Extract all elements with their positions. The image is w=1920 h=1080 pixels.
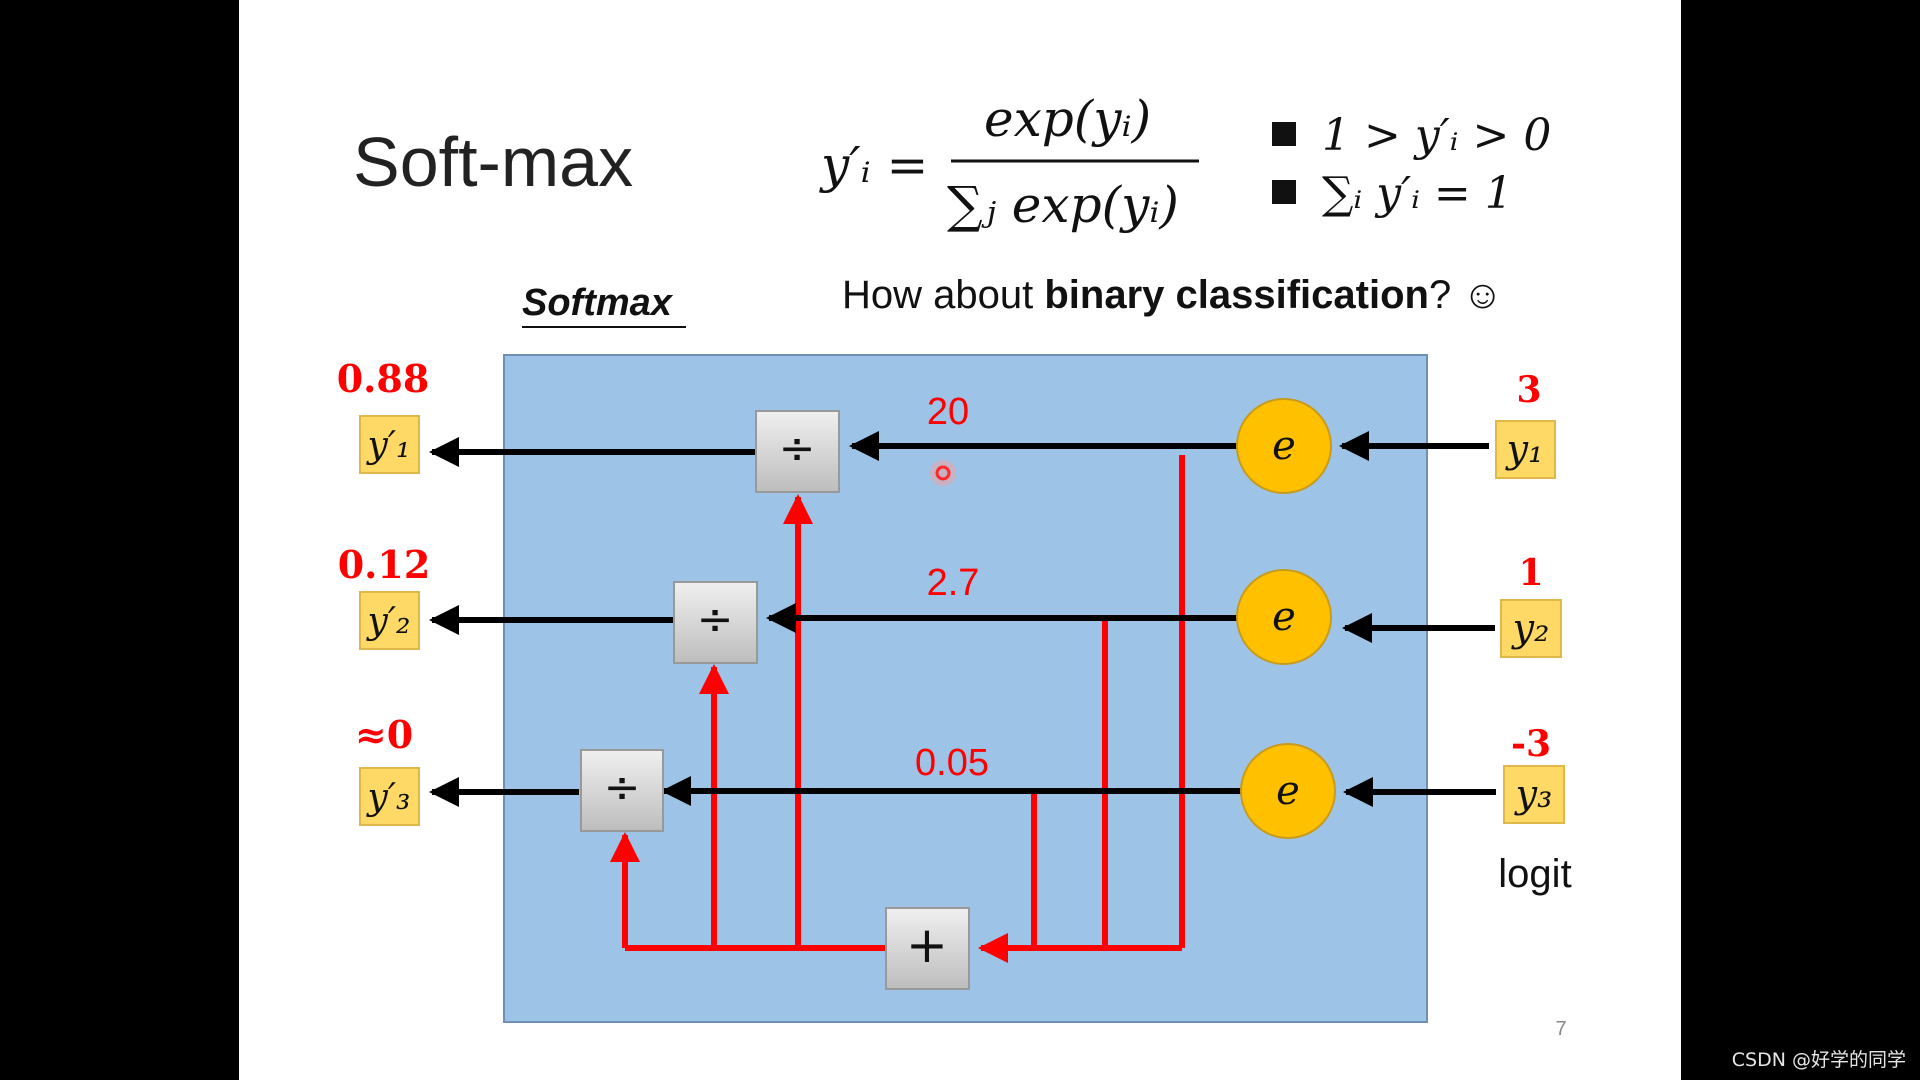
logit-value-3: -3 bbox=[1511, 723, 1551, 765]
output-value-2: 0.12 bbox=[338, 542, 431, 587]
formula-denominator: ∑ⱼ exp(yᵢ) bbox=[947, 176, 1179, 234]
exp-node-1: e bbox=[1236, 398, 1332, 494]
sum-box: + bbox=[885, 907, 970, 990]
bullet-square-icon bbox=[1272, 122, 1296, 146]
binary-question: How about binary classification? ☺ bbox=[842, 273, 1503, 317]
svg-text:e: e bbox=[1276, 768, 1300, 814]
output-value-1: 0.88 bbox=[337, 356, 430, 401]
logit-caption: logit bbox=[1498, 852, 1571, 896]
softmax-label: Softmax bbox=[522, 282, 674, 324]
slide-canvas: Soft-max y′ᵢ = exp(yᵢ) ∑ⱼ exp(yᵢ) 1 > y′… bbox=[337, 90, 1572, 1040]
exp-node-3: e bbox=[1240, 743, 1336, 839]
svg-text:y₂: y₂ bbox=[1511, 606, 1550, 650]
input-label-3: y₃ bbox=[1503, 765, 1565, 824]
svg-text:÷: ÷ bbox=[604, 762, 641, 813]
logit-value-1: 3 bbox=[1516, 369, 1541, 411]
svg-text:y′₃: y′₃ bbox=[366, 777, 411, 818]
svg-text:÷: ÷ bbox=[697, 594, 734, 645]
output-label-1: y′₁ bbox=[359, 415, 420, 474]
exp-node-2: e bbox=[1236, 569, 1332, 665]
svg-text:e: e bbox=[1272, 594, 1296, 640]
property-sum: ∑ᵢ y′ᵢ = 1 bbox=[1322, 168, 1513, 219]
bullet-square-icon bbox=[1272, 180, 1296, 204]
logit-value-2: 1 bbox=[1518, 552, 1543, 594]
output-label-3: y′₃ bbox=[359, 767, 420, 826]
input-label-1: y₁ bbox=[1495, 420, 1556, 479]
output-label-2: y′₂ bbox=[359, 591, 420, 650]
divide-box-1: ÷ bbox=[755, 410, 840, 493]
svg-text:y′₁: y′₁ bbox=[366, 425, 411, 466]
formula-lhs: y′ᵢ = bbox=[819, 136, 928, 194]
sum-wiring bbox=[610, 455, 1185, 963]
svg-text:y₁: y₁ bbox=[1505, 427, 1544, 471]
svg-text:e: e bbox=[1272, 423, 1296, 469]
pointer-dot-icon bbox=[930, 460, 956, 486]
output-value-3: ≈0 bbox=[355, 712, 413, 757]
svg-text:y₃: y₃ bbox=[1514, 772, 1553, 816]
formula-numerator: exp(yᵢ) bbox=[984, 90, 1151, 148]
exp-value-1: 20 bbox=[927, 391, 969, 433]
property-range: 1 > y′ᵢ > 0 bbox=[1322, 110, 1551, 161]
svg-text:÷: ÷ bbox=[779, 423, 816, 474]
svg-text:y′₂: y′₂ bbox=[366, 601, 411, 642]
exp-value-3: 0.05 bbox=[915, 742, 989, 784]
divide-box-2: ÷ bbox=[673, 581, 758, 664]
divide-box-3: ÷ bbox=[580, 749, 664, 832]
row-arrows bbox=[429, 431, 1496, 807]
watermark: CSDN @好学的同学 bbox=[1731, 1049, 1906, 1071]
page-number: 7 bbox=[1555, 1018, 1566, 1040]
input-label-2: y₂ bbox=[1500, 599, 1562, 658]
exp-value-2: 2.7 bbox=[927, 562, 980, 604]
slide-title: Soft-max bbox=[353, 123, 633, 201]
slide: Soft-max y′ᵢ = exp(yᵢ) ∑ⱼ exp(yᵢ) 1 > y′… bbox=[239, 0, 1681, 1080]
svg-text:+: + bbox=[906, 916, 948, 974]
